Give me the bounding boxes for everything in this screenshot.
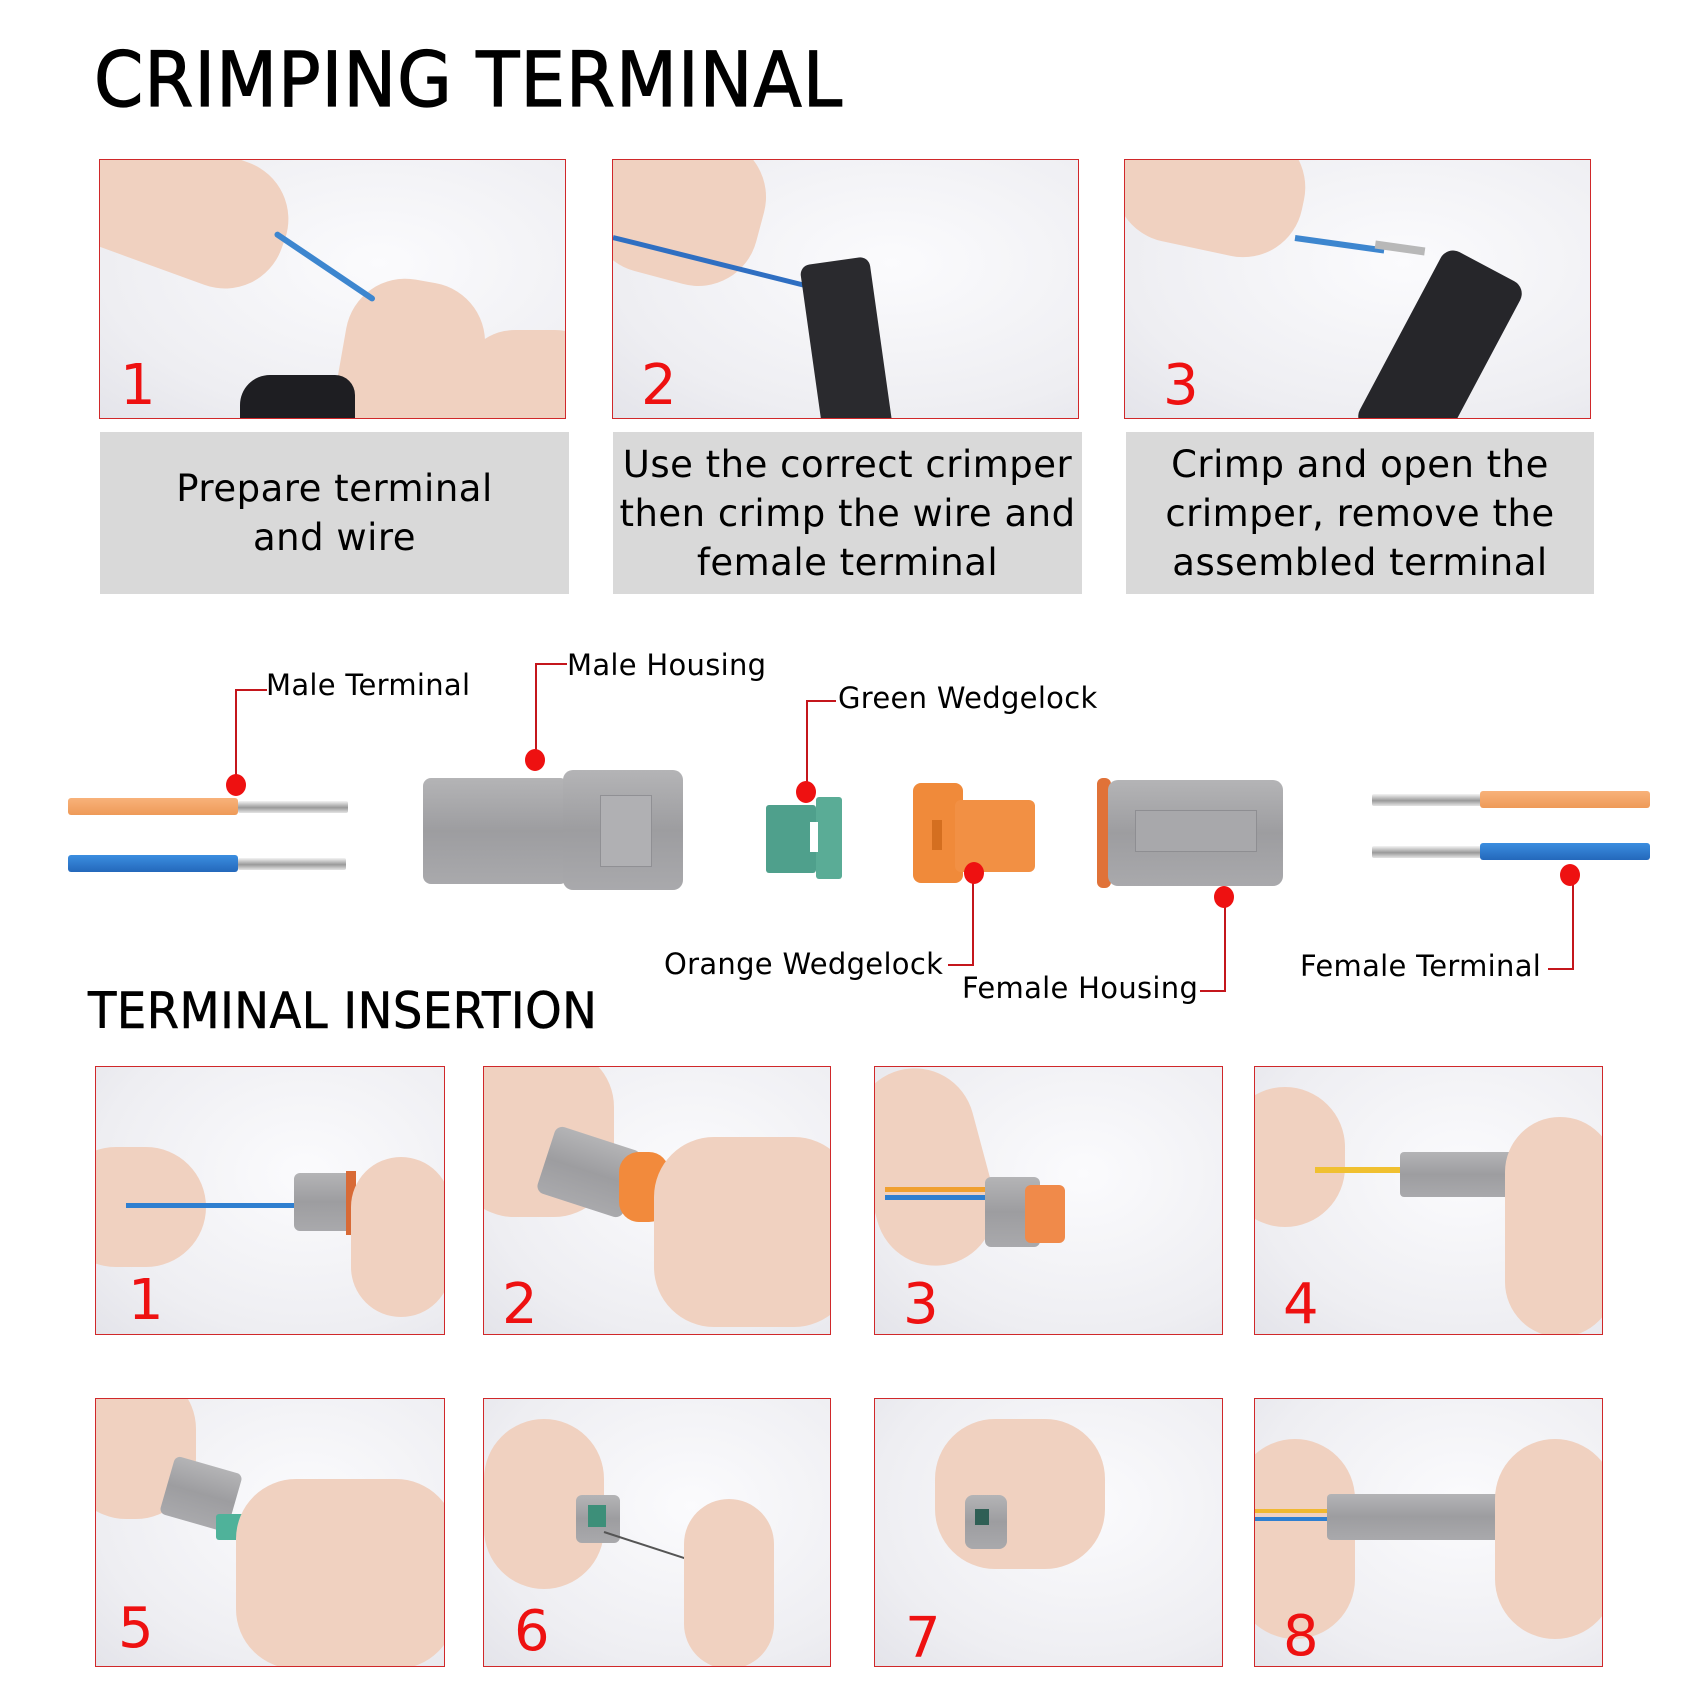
insertion-step-3-photo: 3 [874,1066,1223,1335]
insertion-step-7-photo: 7 [874,1398,1223,1667]
crimp-step-1-caption: Prepare terminal and wire [100,432,569,594]
insertion-step-6-photo: 6 [483,1398,831,1667]
green-wedgelock-label: Green Wedgelock [838,681,1098,715]
crimp-step-2-photo: 2 [612,159,1079,419]
female-terminal-marker [1560,864,1580,886]
crimp-step-3-photo: 3 [1124,159,1591,419]
green-wedgelock-leader [806,700,836,792]
insertion-step-4-photo: 4 [1254,1066,1603,1335]
orange-wedgelock-marker [964,862,984,884]
female-terminal-leader [1548,880,1574,970]
crimp-step-2-caption: Use the correct crimper then crimp the w… [613,432,1082,594]
male-terminal-label: Male Terminal [266,668,471,702]
male-terminal-leader [235,689,267,784]
insertion-step-2-photo: 2 [483,1066,831,1335]
female-housing-label: Female Housing [962,971,1199,1005]
orange-wedgelock-label: Orange Wedgelock [664,947,944,981]
step-number: 3 [903,1272,939,1335]
step-number: 7 [905,1606,941,1667]
step-number: 2 [641,353,677,418]
crimp-step-1-photo: 1 [99,159,566,419]
step-number: 2 [502,1272,538,1335]
step-number: 6 [514,1599,550,1664]
green-wedgelock-marker [796,781,816,803]
female-housing-leader [1200,905,1226,992]
step-number: 4 [1283,1272,1319,1335]
step-number: 3 [1163,353,1199,418]
terminal-insertion-title: TERMINAL INSERTION [88,982,598,1040]
insertion-step-5-photo: 5 [95,1398,445,1667]
step-number: 1 [128,1268,164,1333]
insertion-step-8-photo: 8 [1254,1398,1603,1667]
step-number: 5 [118,1596,154,1661]
insertion-step-1-photo: 1 [95,1066,445,1335]
male-housing-marker [525,749,545,771]
female-housing-marker [1214,886,1234,908]
crimping-terminal-title: CRIMPING TERMINAL [93,35,844,124]
crimp-step-3-caption: Crimp and open the crimper, remove the a… [1126,432,1594,594]
male-housing-label: Male Housing [567,648,767,682]
step-number: 8 [1283,1604,1319,1667]
male-terminal-marker [226,774,246,796]
female-terminal-label: Female Terminal [1300,949,1542,983]
step-number: 1 [120,353,156,418]
male-housing-leader [535,663,567,760]
orange-wedgelock-leader [948,880,974,966]
